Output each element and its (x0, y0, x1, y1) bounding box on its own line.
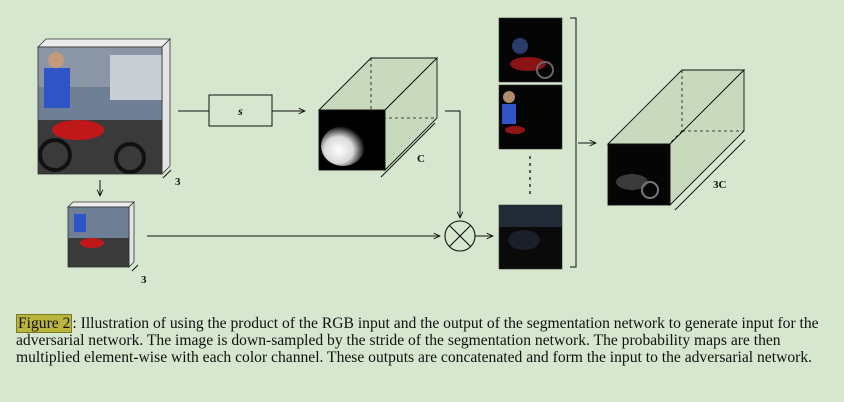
depth-tick (162, 169, 172, 179)
figure-caption: Figure 2: Illustration of using the prod… (16, 314, 828, 367)
figure-ref-link[interactable]: Figure 2 (16, 314, 73, 333)
depth-tick (131, 264, 139, 272)
depth-tick (380, 122, 436, 178)
depth-label-prob-maps: C (417, 153, 425, 165)
downsampled-image (67, 201, 135, 268)
depth-tick (674, 139, 746, 211)
depth-label-output: 3C (713, 179, 727, 191)
depth-label-input: 3 (175, 176, 181, 188)
arrow-to-multiply (445, 110, 460, 218)
masked-channel-c (498, 204, 563, 270)
segmentation-network-label: s (237, 104, 243, 118)
input-rgb-image (37, 38, 171, 175)
caption-text: : Illustration of using the product of t… (16, 315, 819, 367)
concatenation-bracket (570, 17, 577, 268)
elementwise-multiply-symbol (444, 220, 476, 252)
masked-channel-1 (498, 17, 563, 83)
architecture-diagram: 3 3 s C (37, 17, 746, 286)
probability-maps-volume (317, 56, 439, 172)
depth-label-downsampled: 3 (141, 274, 147, 286)
masked-channel-2 (498, 84, 563, 150)
adversarial-input-volume (606, 68, 746, 207)
